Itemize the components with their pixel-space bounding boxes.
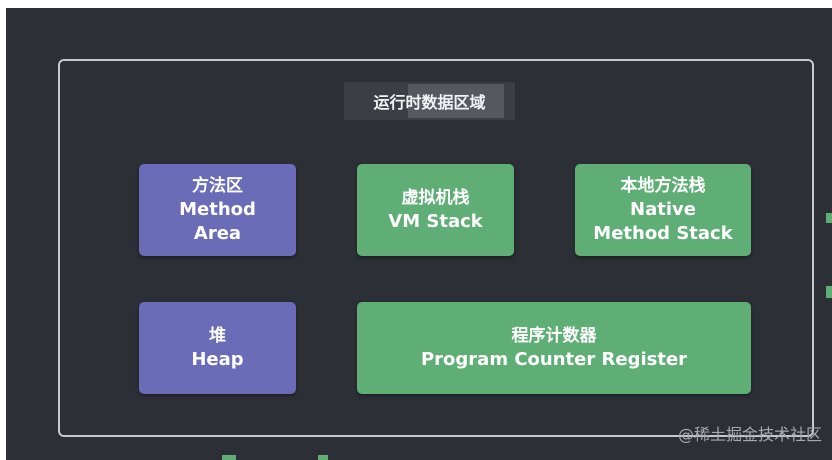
native-stack-en-2: Method Stack [593,223,733,244]
edge-shape-bottom-right [318,455,328,460]
heap-box: 堆 Heap [139,302,296,394]
edge-shape-right-bottom [826,286,832,298]
pc-register-cn: 程序计数器 [511,326,597,346]
method-area-cn: 方法区 [192,176,243,196]
native-method-stack-box: 本地方法栈 Native Method Stack [575,164,751,256]
vm-stack-en-1: VM Stack [388,211,483,232]
edge-shape-right-top [826,213,832,223]
program-counter-register-box: 程序计数器 Program Counter Register [357,302,751,394]
watermark-text: @稀土掘金技术社区 [677,425,822,444]
native-stack-en-1: Native [630,199,696,220]
diagram-title-text: 运行时数据区域 [373,93,486,112]
title-highlight [408,84,504,118]
native-stack-cn: 本地方法栈 [620,176,706,196]
pc-register-en-1: Program Counter Register [420,349,688,370]
method-area-en-1: Method [179,199,256,220]
heap-cn: 堆 [209,326,226,346]
diagram-title: 运行时数据区域 [344,82,515,120]
vm-stack-cn: 虚拟机栈 [401,188,470,208]
method-area-en-2: Area [193,223,242,244]
vm-stack-box: 虚拟机栈 VM Stack [357,164,514,256]
runtime-data-area-frame [58,59,814,437]
method-area-box: 方法区 Method Area [139,164,296,256]
edge-shape-bottom-left [222,455,236,460]
heap-en-1: Heap [191,349,244,370]
